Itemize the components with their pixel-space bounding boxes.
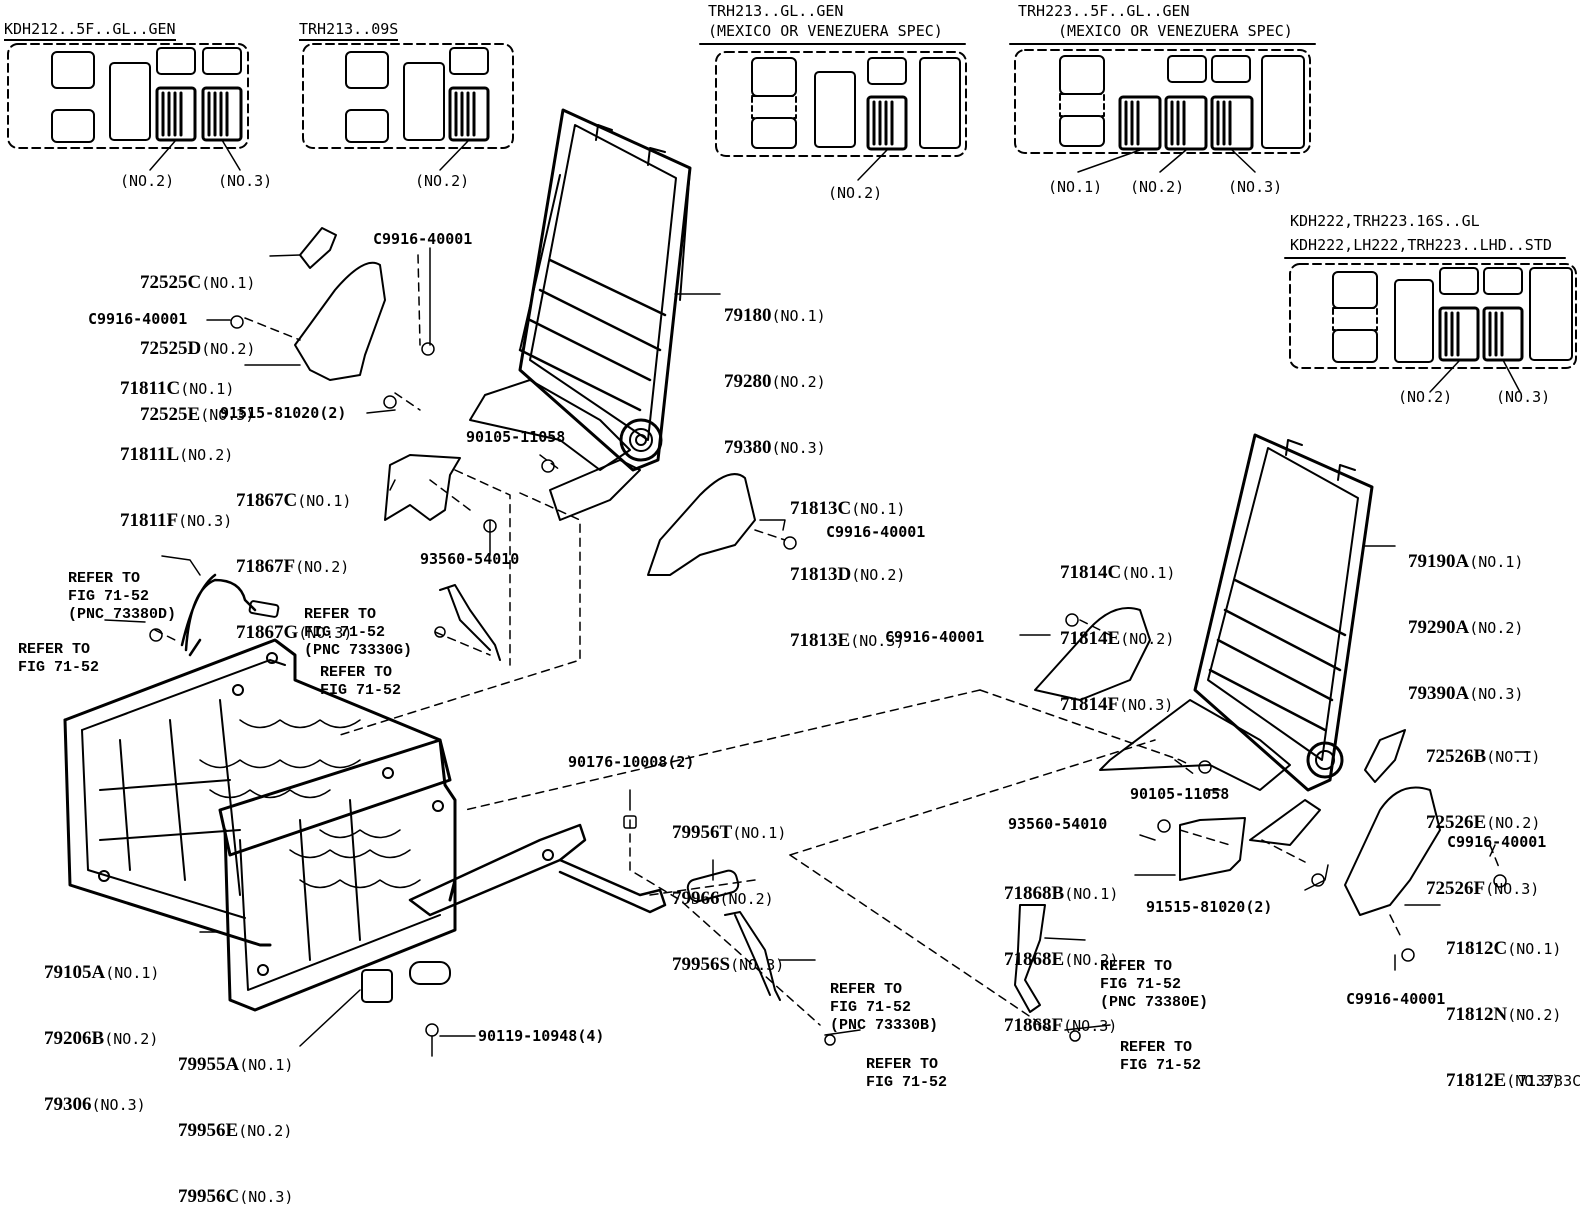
part-90176: 90176-10008(2)	[568, 753, 695, 771]
part-71813: 71813C(NO.1) 71813D(NO.2) 71813E(NO.3)	[790, 498, 906, 651]
part-79180: 79180(NO.1) 79280(NO.2) 79380(NO.3)	[724, 305, 826, 458]
part-71868: 71868B(NO.1) 71868E(NO.2) 71868F(NO.3)	[1004, 883, 1119, 1036]
part-c9916-f: C9916-40001	[1346, 990, 1446, 1008]
layout-trh223-no1: (NO.1)	[1048, 178, 1103, 196]
part-91515-a: 91515-81020(2)	[220, 404, 347, 422]
leader-lines	[104, 247, 1531, 1047]
diagram-id: 713733C	[1518, 1072, 1582, 1090]
part-91515-b: 91515-81020(2)	[1146, 898, 1273, 916]
layout-trh213-gl-no2: (NO.2)	[828, 184, 883, 202]
layout-kdh222-title1: KDH222,TRH223.16S..GL	[1290, 212, 1480, 230]
layout-trh223-title: TRH223..5F..GL..GEN	[1018, 2, 1190, 20]
layout-kdh222	[1284, 257, 1577, 393]
layout-kdh222-title2: KDH222,LH222,TRH223..LHD..STD	[1290, 236, 1552, 254]
layout-trh213-09s	[302, 43, 514, 171]
part-93560-a: 93560-54010	[420, 550, 520, 568]
belt-73380e	[1014, 904, 1046, 1013]
cover-71868	[1179, 817, 1246, 881]
belt-73330b	[724, 911, 781, 1001]
layout-trh213-gl-title: TRH213..GL..GEN	[708, 2, 844, 20]
layout-kdh212	[7, 43, 249, 171]
cover-79955	[361, 969, 393, 1003]
part-72526: 72526B(NO.1) 72526E(NO.2) 72526F(NO.3)	[1426, 746, 1541, 899]
part-90105-a: 90105-11058	[466, 428, 566, 446]
bracket-79956	[686, 869, 740, 903]
seat-cushion-frame	[63, 638, 667, 1012]
cover-71813	[647, 473, 756, 576]
part-c9916-a: C9916-40001	[373, 230, 473, 248]
part-c9916-e: C9916-40001	[1447, 833, 1547, 851]
layout-trh223-sub: (MEXICO OR VENEZUERA SPEC)	[1058, 22, 1293, 40]
layout-trh213-gl-sub: (MEXICO OR VENEZUERA SPEC)	[708, 22, 943, 40]
belt-buckle-73380d	[248, 600, 280, 618]
right-seatback-frame	[1099, 433, 1374, 846]
belt-73380d	[180, 573, 257, 657]
hinge-cover-72525	[299, 227, 337, 269]
part-79105: 79105A(NO.1) 79206B(NO.2) 79306(NO.3)	[44, 962, 160, 1115]
cover-71814	[1034, 607, 1151, 701]
cover-72526	[1364, 729, 1406, 783]
parts-drawing	[7, 43, 1577, 1057]
cover-71867	[384, 454, 461, 521]
part-90119: 90119-10948(4)	[478, 1027, 605, 1045]
layout-kdh212-no3: (NO.3)	[218, 172, 273, 190]
part-71814: 71814C(NO.1) 71814E(NO.2) 71814F(NO.3)	[1060, 562, 1176, 715]
part-c9916-c: C9916-40001	[826, 523, 926, 541]
part-71811: 71811C(NO.1) 71811L(NO.2) 71811F(NO.3)	[120, 378, 235, 531]
layout-kdh212-title: KDH212..5F..GL..GEN	[4, 20, 176, 41]
left-seatback-frame	[469, 108, 692, 521]
layout-trh213-gl	[699, 43, 967, 181]
layout-trh213-09s-no2: (NO.2)	[415, 172, 470, 190]
assembly-lines	[154, 254, 1501, 1031]
fasteners	[149, 315, 1507, 1057]
part-71812: 71812C(NO.1) 71812N(NO.2) 71812E(NO.3)	[1446, 938, 1562, 1091]
cover-71812	[1344, 786, 1441, 916]
layout-kdh222-no3: (NO.3)	[1496, 388, 1551, 406]
part-72525: 72525C(NO.1) 72525D(NO.2) 72525E(NO.3)	[140, 272, 256, 425]
layout-kdh222-no2: (NO.2)	[1398, 388, 1453, 406]
layout-kdh212-no2: (NO.2)	[120, 172, 175, 190]
part-71867: 71867C(NO.1) 71867F(NO.2) 71867G(NO.3)	[236, 490, 353, 643]
part-c9916-d: C9916-40001	[885, 628, 985, 646]
layout-trh223-no2: (NO.2)	[1130, 178, 1185, 196]
part-90105-b: 90105-11058	[1130, 785, 1230, 803]
part-79190: 79190A(NO.1) 79290A(NO.2) 79390A(NO.3)	[1408, 551, 1524, 704]
part-c9916-b: C9916-40001	[88, 310, 188, 328]
part-79956: 79956T(NO.1) 79966(NO.2) 79956S(NO.3)	[672, 822, 787, 975]
layout-trh213-09s-title: TRH213..09S	[299, 20, 399, 41]
layout-trh223	[1009, 43, 1316, 173]
belt-73330g	[439, 584, 501, 661]
part-93560-b: 93560-54010	[1008, 815, 1108, 833]
layout-trh223-no3: (NO.3)	[1228, 178, 1283, 196]
part-79955: 79955A(NO.1) 79956E(NO.2) 79956C(NO.3)	[178, 1054, 294, 1207]
cover-71811	[294, 261, 386, 381]
